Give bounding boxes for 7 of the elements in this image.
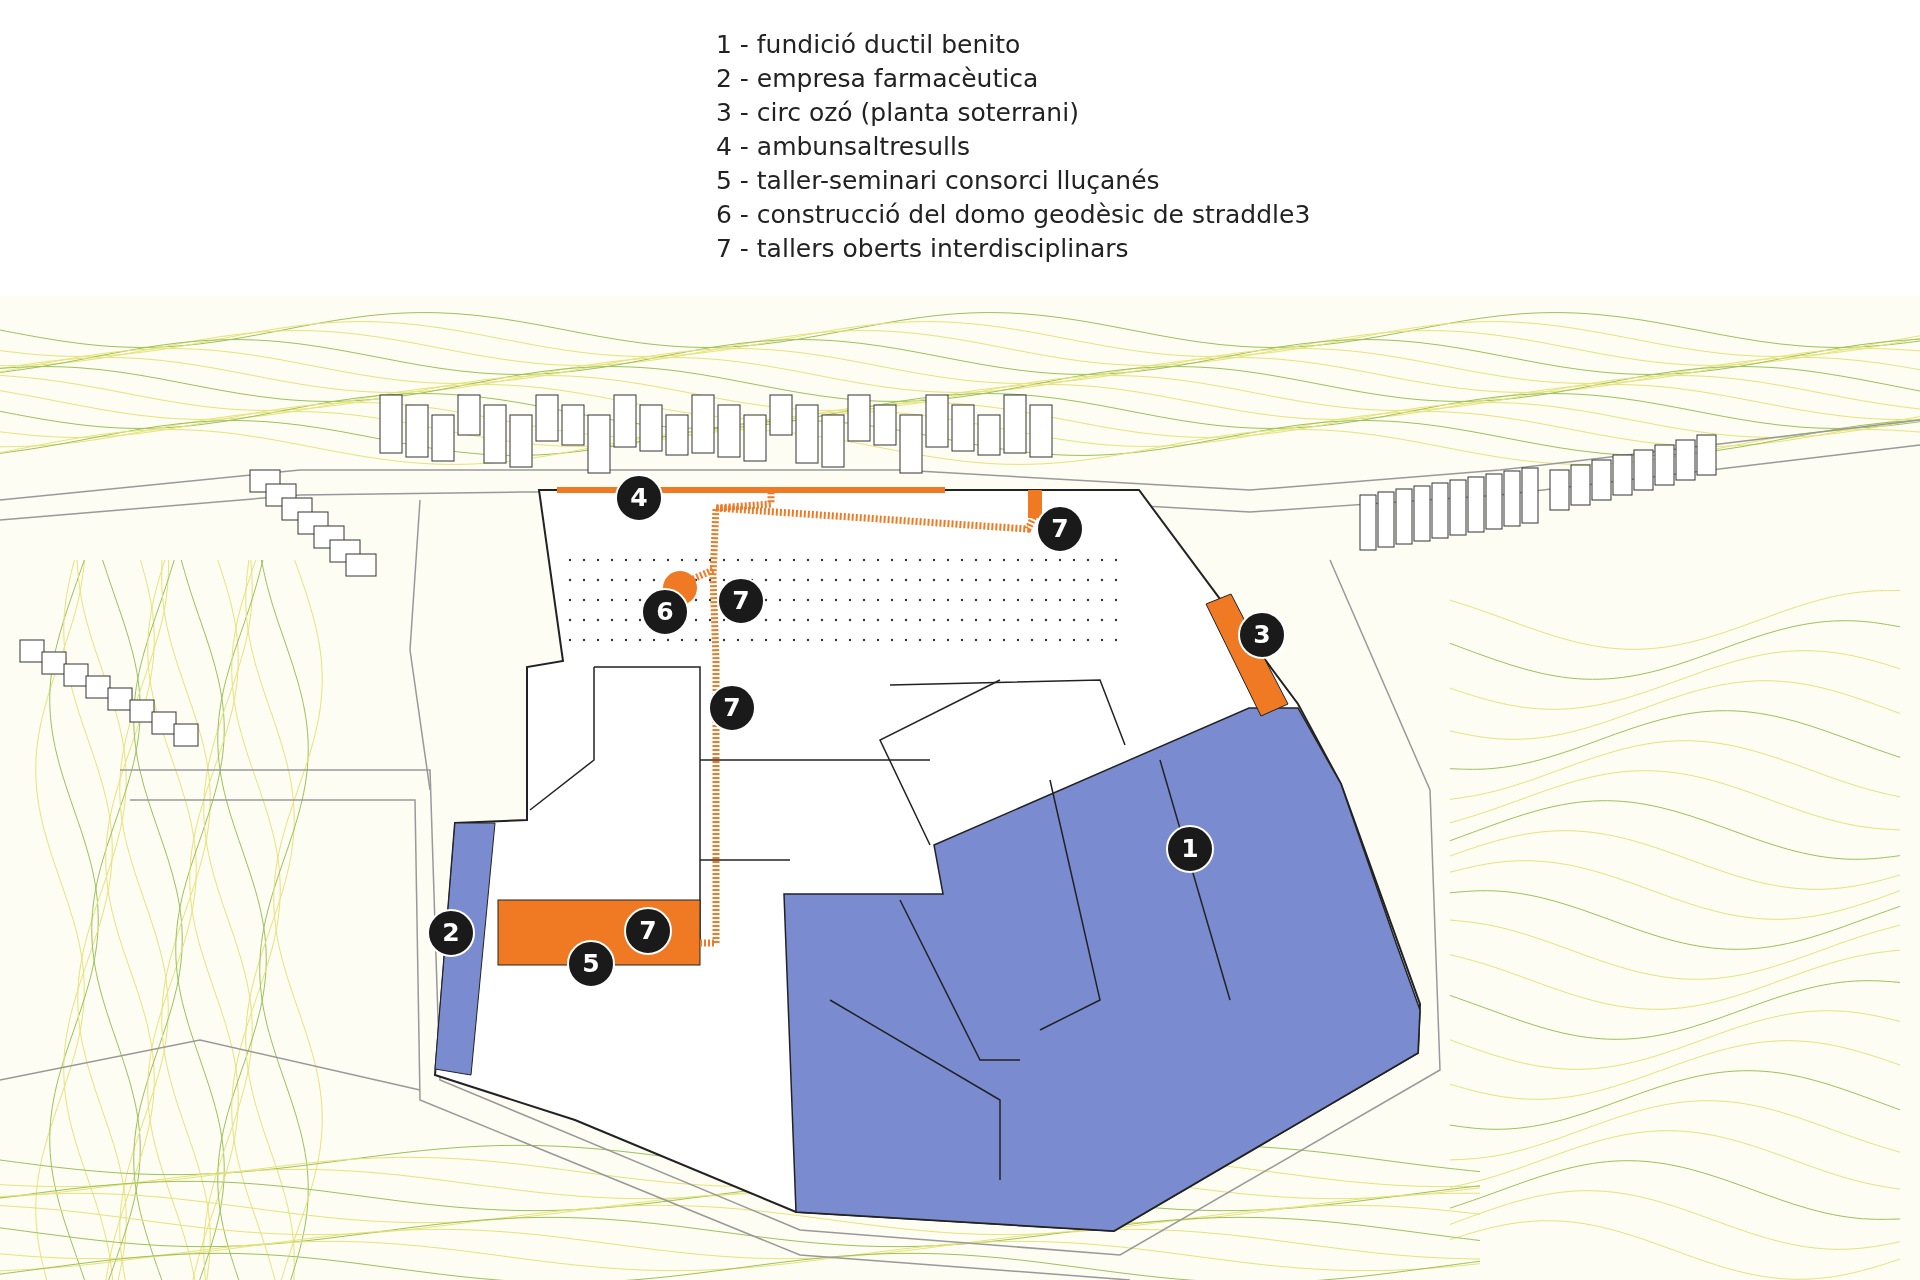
- key-entry: 3 - circ ozó (planta soterrani): [716, 98, 1079, 128]
- key-entry: 2 - empresa farmacèutica: [716, 64, 1039, 94]
- key-entry: 4 - ambunsaltresulls: [716, 132, 971, 162]
- key-entry: 7 - tallers oberts interdisciplinars: [716, 234, 1129, 264]
- key-entry: 6 - construcció del domo geodèsic de straddle3: [716, 200, 1311, 230]
- key-entry: 5 - taller-seminari consorci lluçanés: [716, 166, 1160, 196]
- key-entry: 1 - fundició ductil benito: [716, 30, 1021, 60]
